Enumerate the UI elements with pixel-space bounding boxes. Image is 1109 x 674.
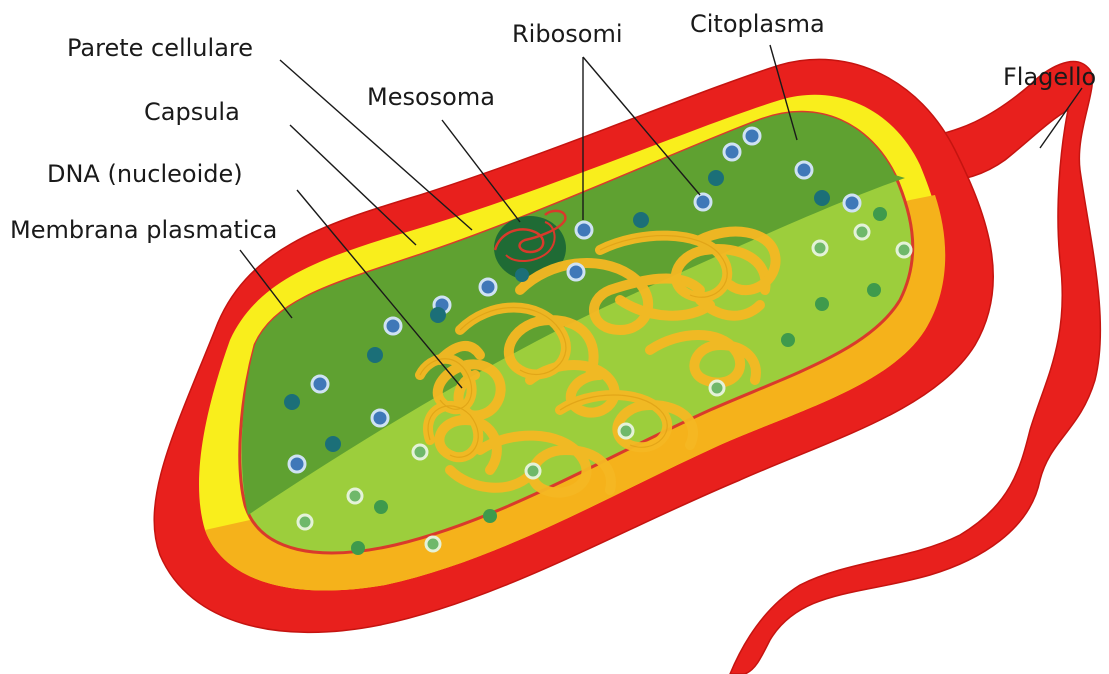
ribosome <box>385 318 401 334</box>
ribosome <box>576 222 592 238</box>
ribosome <box>480 279 496 295</box>
ribosome <box>867 283 881 297</box>
ribosome <box>781 333 795 347</box>
ribosome <box>312 376 328 392</box>
ribosome <box>526 464 540 478</box>
ribosome <box>515 268 529 282</box>
ribosome <box>483 509 497 523</box>
ribosome <box>619 424 633 438</box>
ribosome <box>897 243 911 257</box>
ribosome <box>374 500 388 514</box>
ribosome <box>708 170 724 186</box>
ribosome <box>724 144 740 160</box>
ribosome <box>710 381 724 395</box>
label-membrana-plasmatica: Membrana plasmatica <box>10 216 277 244</box>
ribosome <box>813 241 827 255</box>
ribosome <box>855 225 869 239</box>
ribosome <box>815 297 829 311</box>
ribosome <box>744 128 760 144</box>
ribosome <box>351 541 365 555</box>
label-flagello: Flagello <box>1003 63 1096 91</box>
label-capsula: Capsula <box>144 98 240 126</box>
ribosome <box>413 445 427 459</box>
label-mesosoma: Mesosoma <box>367 83 495 111</box>
ribosome <box>298 515 312 529</box>
label-ribosomi: Ribosomi <box>512 20 623 48</box>
ribosome <box>372 410 388 426</box>
ribosome <box>430 307 446 323</box>
ribosome <box>873 207 887 221</box>
ribosome <box>348 489 362 503</box>
ribosome <box>796 162 812 178</box>
label-dna: DNA (nucleoide) <box>47 160 243 188</box>
ribosome <box>814 190 830 206</box>
ribosome <box>289 456 305 472</box>
ribosome <box>426 537 440 551</box>
ribosome <box>695 194 711 210</box>
label-citoplasma: Citoplasma <box>690 10 825 38</box>
ribosome <box>568 264 584 280</box>
ribosome <box>844 195 860 211</box>
ribosome <box>367 347 383 363</box>
ribosome <box>284 394 300 410</box>
label-parete-cellulare: Parete cellulare <box>67 34 253 62</box>
ribosome <box>633 212 649 228</box>
ribosome <box>325 436 341 452</box>
